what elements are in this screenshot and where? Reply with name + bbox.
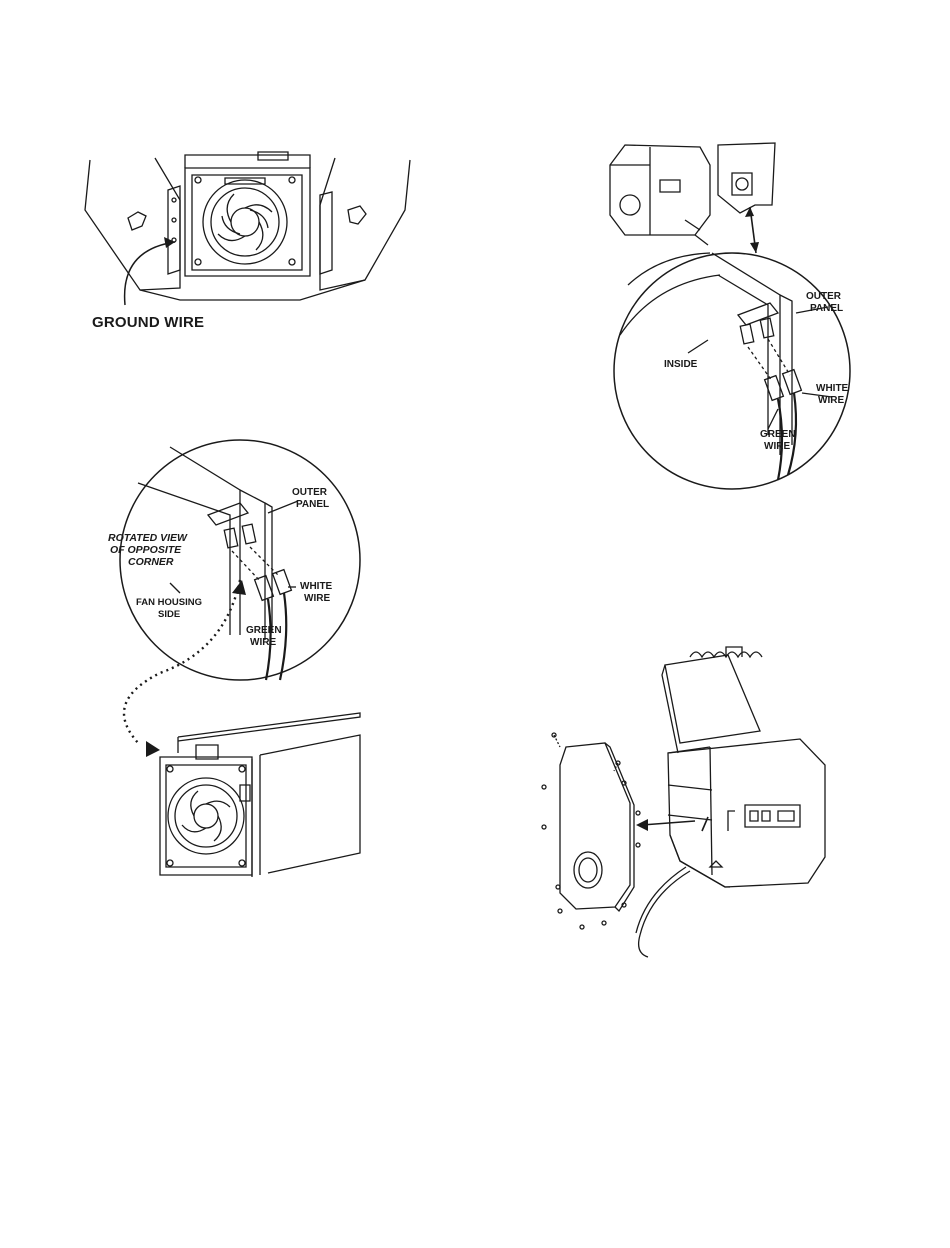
fan-housing-box <box>178 713 360 741</box>
white-wire-label-2: WIRE <box>304 593 330 604</box>
outer-panel-label-2: PANEL <box>810 303 843 314</box>
screws <box>542 733 640 929</box>
white-wire-label-1: WHITE <box>816 383 849 394</box>
fan-housing-label-1: FAN HOUSING <box>136 597 202 608</box>
outer-panel-label-2: PANEL <box>296 499 329 510</box>
white-wire-label-1: WHITE <box>300 581 333 592</box>
white-wire <box>280 593 286 680</box>
right-terminal <box>348 206 366 224</box>
white-wire-label-2: WIRE <box>818 395 844 406</box>
fan-ring <box>203 180 287 264</box>
magnifier-circle <box>614 253 850 489</box>
rotated-view-label-2: OF OPPOSITE <box>110 544 182 556</box>
figure-ground-wire <box>80 150 420 310</box>
control-panel <box>745 805 800 827</box>
green-wire-label-1: GREEN <box>246 625 282 636</box>
green-wire-label-2: WIRE <box>250 637 276 648</box>
fan-housing-label-2: SIDE <box>158 609 180 620</box>
ground-wire-label: GROUND WIRE <box>92 314 204 331</box>
side-panel <box>560 743 630 909</box>
housing-floor <box>140 280 365 300</box>
rotated-view-label-3: CORNER <box>128 556 174 568</box>
green-wire-label-2: WIRE <box>764 441 790 452</box>
outer-panel-removed <box>718 143 775 213</box>
figure-panel-removal <box>530 635 850 960</box>
green-wire-label-1: GREEN <box>760 429 796 440</box>
removal-arrow <box>642 821 695 825</box>
fan-frame <box>160 757 252 875</box>
housing-left-wall <box>85 158 180 290</box>
outer-panel-label-1: OUTER <box>806 291 842 302</box>
terminal-block <box>738 303 778 325</box>
housing-right-wall <box>320 158 410 290</box>
inside-label: INSIDE <box>664 359 698 370</box>
figure-rotated-view: OUTER PANEL ROTATED VIEW OF OPPOSITE COR… <box>100 435 420 880</box>
left-terminal <box>128 212 146 230</box>
rotated-view-label-1: ROTATED VIEW <box>108 532 188 544</box>
outer-panel-label-1: OUTER <box>292 487 328 498</box>
open-lid <box>665 655 760 743</box>
heater-main-body <box>668 739 825 887</box>
figure-outer-panel-detail: OUTER PANEL INSIDE WHITE WIRE GREEN WIRE <box>600 135 870 495</box>
